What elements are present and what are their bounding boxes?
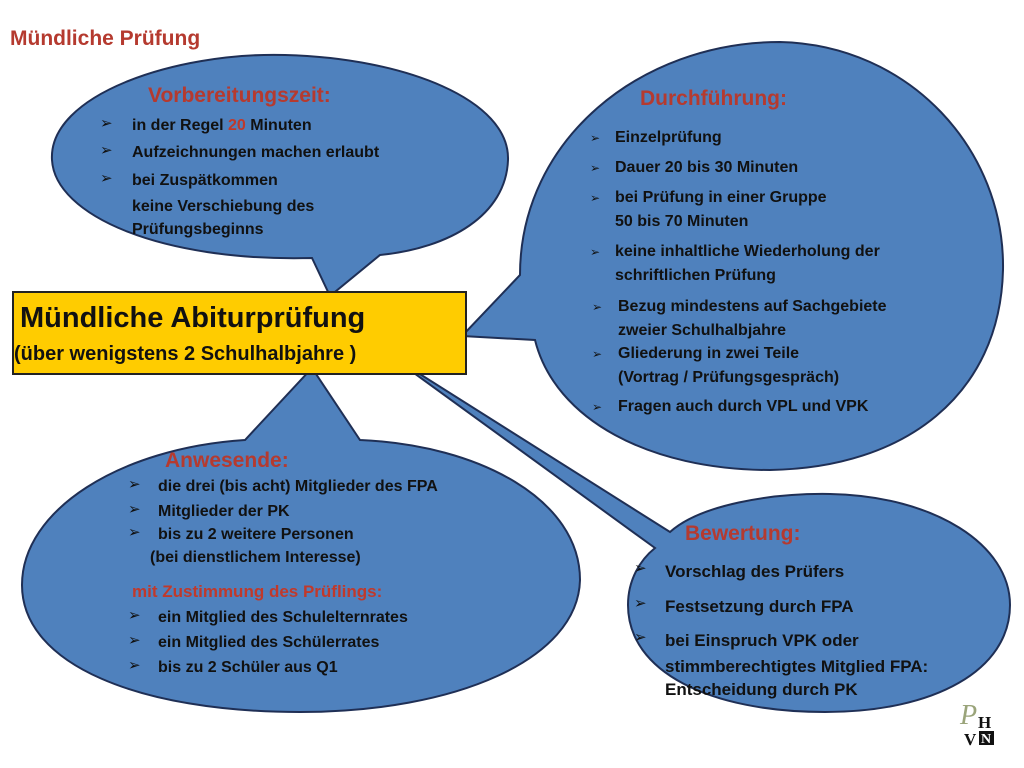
durchfuehrung-item-3-cont: 50 bis 70 Minuten [615,213,749,230]
school-logo-icon: P H V N [959,700,994,748]
arrow-bullet-icon: ➢ [634,595,647,612]
bewertung-item-3: bei Einspruch VPK oder [665,631,859,650]
svg-text:H: H [978,713,991,732]
arrow-bullet-icon: ➢ [592,300,603,314]
arrow-bullet-icon: ➢ [100,170,113,187]
anwesende-item-3: bis zu 2 weitere Personen [158,526,354,543]
durchfuehrung-item-5: Bezug mindestens auf Sachgebiete [618,298,887,315]
vorbereitung-item-3: bei Zuspätkommen [132,172,278,189]
arrow-bullet-icon: ➢ [634,629,647,646]
vorbereitung-heading: Vorbereitungszeit: [148,84,331,107]
arrow-bullet-icon: ➢ [128,476,141,493]
durchfuehrung-item-2: Dauer 20 bis 30 Minuten [615,159,799,176]
arrow-bullet-icon: ➢ [128,632,141,649]
arrow-bullet-icon: ➢ [592,347,603,361]
arrow-bullet-icon: ➢ [634,560,647,577]
bewertung-item-3-cont-2: Entscheidung durch PK [665,680,858,699]
bubble-durchfuehrung [459,40,1005,472]
page-title: Mündliche Prüfung [10,27,201,50]
durchfuehrung-item-6: Gliederung in zwei Teile [618,345,800,362]
bewertung-item-1: Vorschlag des Prüfers [665,562,845,581]
vorbereitung-item-2: Aufzeichnungen machen erlaubt [132,144,380,161]
durchfuehrung-item-5-cont: zweier Schulhalbjahre [618,322,787,339]
arrow-bullet-icon: ➢ [590,245,601,259]
bewertung-item-2: Festsetzung durch FPA [665,597,854,616]
arrow-bullet-icon: ➢ [592,400,603,414]
arrow-bullet-icon: ➢ [100,142,113,159]
svg-text:P: P [959,700,977,731]
center-subtitle: (über wenigstens 2 Schulhalbjahre ) [14,343,357,365]
arrow-bullet-icon: ➢ [590,191,601,205]
arrow-bullet-icon: ➢ [590,161,601,175]
arrow-bullet-icon: ➢ [590,131,601,145]
arrow-bullet-icon: ➢ [128,657,141,674]
durchfuehrung-item-4: keine inhaltliche Wiederholung der [615,243,880,260]
svg-text:V: V [964,730,977,748]
center-box [12,291,467,375]
durchfuehrung-item-7: Fragen auch durch VPL und VPK [618,398,869,415]
bubble-vorbereitung [50,53,510,298]
anwesende-sub-item-3: bis zu 2 Schüler aus Q1 [158,659,338,676]
durchfuehrung-item-3: bei Prüfung in einer Gruppe [615,189,827,206]
arrow-bullet-icon: ➢ [128,524,141,541]
center-title: Mündliche Abiturprüfung [20,302,366,334]
vorbereitung-item-3-cont-2: Prüfungsbeginns [132,221,264,238]
anwesende-sub-heading: mit Zustimmung des Prüflings: [132,582,383,601]
durchfuehrung-heading: Durchführung: [640,87,787,110]
anwesende-sub-item-2: ein Mitglied des Schülerrates [158,634,380,651]
vorbereitung-item-1: in der Regel 20 Minuten [132,117,312,134]
durchfuehrung-item-6-cont: (Vortrag / Prüfungsgespräch) [618,369,840,386]
arrow-bullet-icon: ➢ [128,501,141,518]
arrow-bullet-icon: ➢ [100,115,113,132]
bubble-anwesende [20,366,582,714]
durchfuehrung-item-1: Einzelprüfung [615,129,722,146]
anwesende-item-1: die drei (bis acht) Mitglieder des FPA [158,478,438,495]
vorbereitung-item-3-cont-1: keine Verschiebung des [132,198,315,215]
bubble-bewertung [384,351,1012,714]
durchfuehrung-item-4-cont: schriftlichen Prüfung [615,267,776,284]
bewertung-item-3-cont-1: stimmberechtigtes Mitglied FPA: [665,657,929,676]
anwesende-item-3-cont: (bei dienstlichem Interesse) [150,549,361,566]
svg-text:N: N [981,732,991,747]
anwesende-item-2: Mitglieder der PK [158,503,290,520]
anwesende-heading: Anwesende: [165,449,289,472]
arrow-bullet-icon: ➢ [128,607,141,624]
anwesende-sub-item-1: ein Mitglied des Schulelternrates [158,609,408,626]
bewertung-heading: Bewertung: [685,522,801,545]
